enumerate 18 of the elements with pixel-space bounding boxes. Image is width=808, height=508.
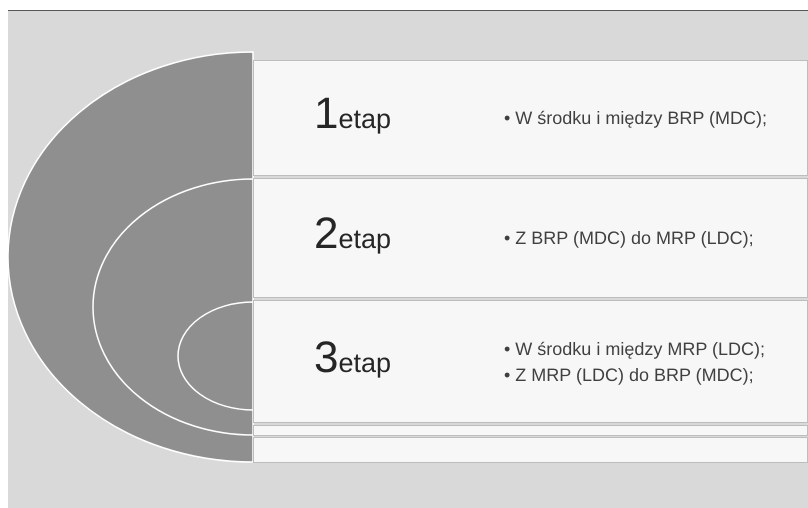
stage-band xyxy=(253,178,808,298)
empty-band xyxy=(253,425,808,436)
semicircle-shape xyxy=(178,302,253,410)
stage-label: etap xyxy=(338,350,392,376)
stage-number: 2 xyxy=(314,212,338,256)
stage-band xyxy=(253,300,808,423)
semicircle-shape xyxy=(8,52,253,462)
bullet-text: • W środku i między BRP (MDC); xyxy=(504,108,768,130)
semicircle-shape xyxy=(93,179,253,435)
bullet-text: • W środku i między MRP (LDC); xyxy=(504,338,766,360)
stage-label: etap xyxy=(338,106,392,133)
empty-band xyxy=(253,437,808,463)
bullet-text: • Z BRP (MDC) do MRP (LDC); xyxy=(504,228,755,250)
stage-number: 1 xyxy=(314,92,338,136)
bullet-text: • Z MRP (LDC) do BRP (MDC); xyxy=(504,364,755,386)
stage-label: etap xyxy=(338,226,392,253)
stage-band xyxy=(253,60,808,176)
stage-number: 3 xyxy=(314,336,338,380)
